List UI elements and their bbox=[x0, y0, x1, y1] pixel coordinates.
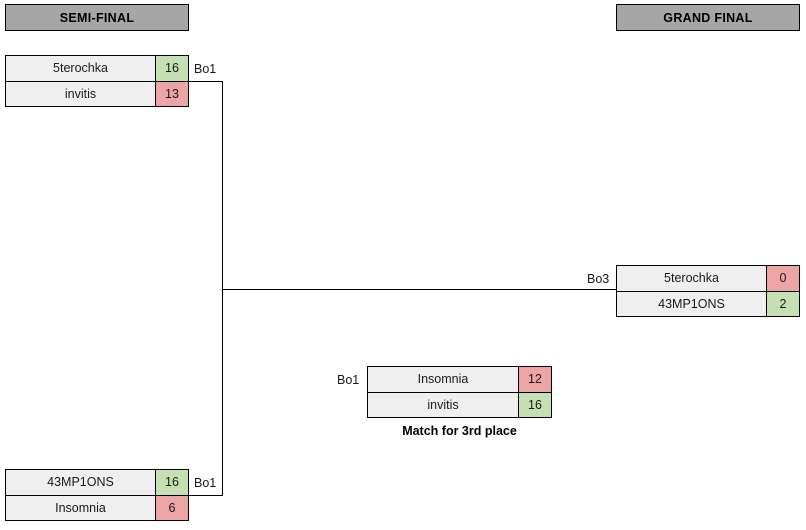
team-name: 43MP1ONS bbox=[6, 470, 155, 495]
team-name: invitis bbox=[6, 81, 155, 106]
team-score: 12 bbox=[518, 367, 551, 392]
team-name: Insomnia bbox=[368, 367, 518, 392]
connector-grandfinal-horizontal bbox=[222, 289, 616, 290]
table-row[interactable]: 43MP1ONS 2 bbox=[617, 290, 799, 316]
table-row[interactable]: invitis 13 bbox=[6, 80, 188, 106]
team-score: 16 bbox=[518, 392, 551, 417]
connector-semifinal1-horizontal bbox=[189, 81, 223, 82]
team-name: 5terochka bbox=[6, 56, 155, 81]
match-grand-final[interactable]: 5terochka 0 43MP1ONS 2 bbox=[616, 265, 800, 317]
table-row[interactable]: 5terochka 16 bbox=[6, 56, 188, 81]
team-score: 13 bbox=[155, 81, 188, 106]
match-format-grand-final: Bo3 bbox=[587, 272, 610, 286]
table-row[interactable]: Insomnia 12 bbox=[368, 367, 551, 392]
team-name: Insomnia bbox=[6, 495, 155, 520]
connector-semifinal2-horizontal bbox=[189, 495, 223, 496]
table-row[interactable]: invitis 16 bbox=[368, 391, 551, 417]
connector-bracket-spine bbox=[222, 81, 223, 496]
match-format-semifinal-1: Bo1 bbox=[194, 62, 217, 76]
third-place-caption: Match for 3rd place bbox=[402, 424, 517, 438]
round-header-grandfinal: GRAND FINAL bbox=[616, 4, 800, 31]
match-third-place[interactable]: Insomnia 12 invitis 16 bbox=[367, 366, 552, 418]
round-header-semifinal-label: SEMI-FINAL bbox=[59, 10, 135, 25]
table-row[interactable]: 43MP1ONS 16 bbox=[6, 470, 188, 495]
match-semifinal-1[interactable]: 5terochka 16 invitis 13 bbox=[5, 55, 189, 107]
round-header-semifinal: SEMI-FINAL bbox=[5, 4, 189, 31]
team-name: invitis bbox=[368, 392, 518, 417]
table-row[interactable]: 5terochka 0 bbox=[617, 266, 799, 291]
team-score: 2 bbox=[766, 291, 799, 316]
match-format-third-place: Bo1 bbox=[337, 373, 360, 387]
team-score: 6 bbox=[155, 495, 188, 520]
match-semifinal-2[interactable]: 43MP1ONS 16 Insomnia 6 bbox=[5, 469, 189, 521]
match-format-semifinal-2: Bo1 bbox=[194, 476, 217, 490]
table-row[interactable]: Insomnia 6 bbox=[6, 494, 188, 520]
team-name: 43MP1ONS bbox=[617, 291, 766, 316]
round-header-grandfinal-label: GRAND FINAL bbox=[663, 10, 753, 25]
team-score: 16 bbox=[155, 470, 188, 495]
team-score: 0 bbox=[766, 266, 799, 291]
team-score: 16 bbox=[155, 56, 188, 81]
team-name: 5terochka bbox=[617, 266, 766, 291]
